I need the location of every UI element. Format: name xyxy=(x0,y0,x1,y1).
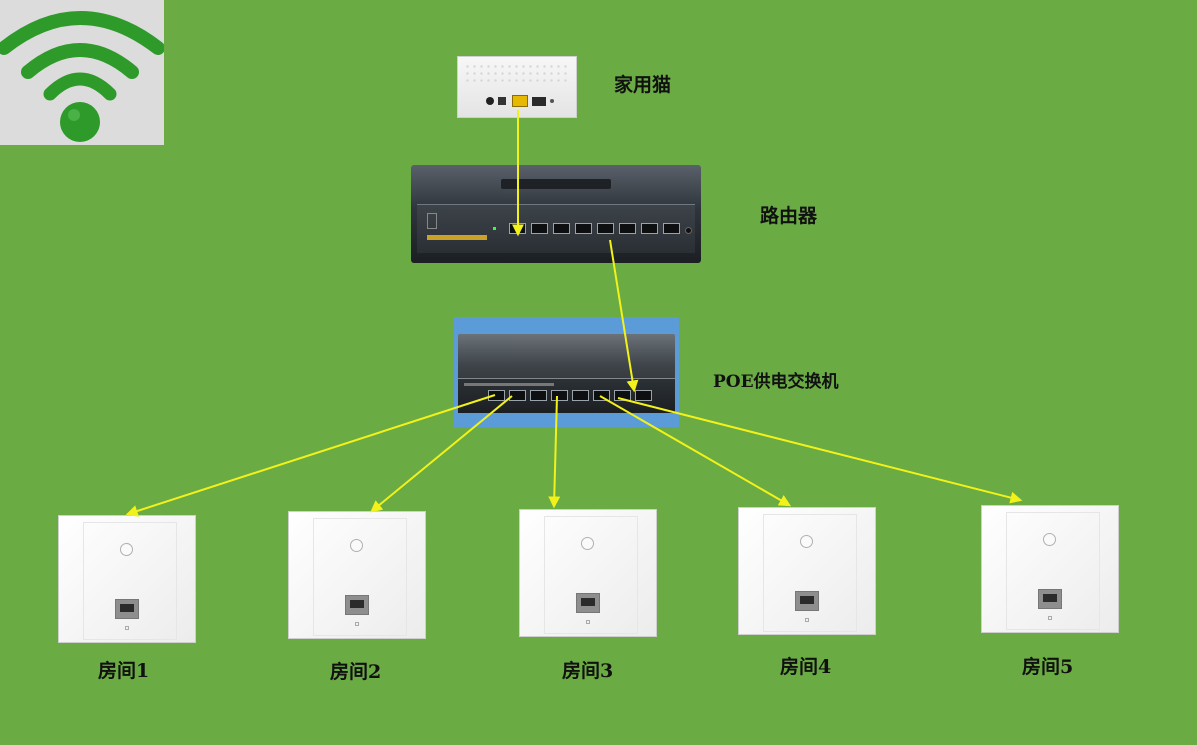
poe-switch-label: POE供电交换机 xyxy=(713,372,839,392)
router-brand-plate xyxy=(501,179,611,189)
router-port-8 xyxy=(663,223,680,234)
router-led xyxy=(493,227,496,230)
panel-led-icon xyxy=(1043,533,1056,546)
ethernet-jack-icon xyxy=(345,595,369,615)
room-3-panel xyxy=(519,509,657,637)
modem-lan-port xyxy=(512,95,528,107)
room-4-label: 房间4 xyxy=(780,656,832,678)
ethernet-jack-icon xyxy=(115,599,139,619)
room-1-label: 房间1 xyxy=(98,660,150,682)
poe-switch-front xyxy=(458,378,675,413)
router-slot xyxy=(427,213,437,229)
router-port-3 xyxy=(553,223,570,234)
link-poe-room2 xyxy=(370,395,513,513)
poe-port-5 xyxy=(572,390,589,401)
panel-led-icon xyxy=(800,535,813,548)
wifi-icon xyxy=(0,11,165,142)
room-5-label: 房间5 xyxy=(1022,656,1074,678)
wifi-logo-tile xyxy=(0,0,165,145)
link-poe-room1 xyxy=(125,394,496,517)
ethernet-jack-icon xyxy=(576,593,600,613)
router-device xyxy=(411,165,701,263)
modem-button xyxy=(498,97,506,105)
router-port-5 xyxy=(597,223,614,234)
poe-switch-model-text xyxy=(464,383,554,386)
poe-port-1 xyxy=(488,390,505,401)
modem-vent xyxy=(464,63,570,85)
room-5-panel xyxy=(981,505,1119,633)
poe-port-3 xyxy=(530,390,547,401)
router-port-4 xyxy=(575,223,592,234)
panel-led-icon xyxy=(581,537,594,550)
modem-port xyxy=(532,97,546,106)
link-poe-room5 xyxy=(617,397,1023,504)
room-2-panel xyxy=(288,511,426,639)
panel-led-icon xyxy=(120,543,133,556)
room-2-label: 房间2 xyxy=(330,661,382,683)
poe-port-8 xyxy=(635,390,652,401)
poe-port-2 xyxy=(509,390,526,401)
poe-switch-device xyxy=(458,334,675,413)
link-poe-room4 xyxy=(599,395,792,507)
modem-led xyxy=(550,99,554,103)
room-3-label: 房间3 xyxy=(562,660,614,682)
router-port-2 xyxy=(531,223,548,234)
room-4-panel xyxy=(738,507,876,635)
router-model-label xyxy=(427,235,487,240)
router-label: 路由器 xyxy=(760,205,818,227)
ethernet-jack-icon xyxy=(1038,589,1062,609)
poe-port-6 xyxy=(593,390,610,401)
router-port-6 xyxy=(619,223,636,234)
link-poe-room3 xyxy=(548,395,561,509)
router-reset xyxy=(685,227,692,234)
modem-device xyxy=(457,56,577,118)
panel-led-icon xyxy=(350,539,363,552)
link-router-poe xyxy=(609,239,639,393)
poe-port-7 xyxy=(614,390,631,401)
router-port-7 xyxy=(641,223,658,234)
modem-label: 家用猫 xyxy=(614,74,672,96)
modem-power-jack xyxy=(486,97,494,105)
ethernet-jack-icon xyxy=(795,591,819,611)
poe-port-4 xyxy=(551,390,568,401)
